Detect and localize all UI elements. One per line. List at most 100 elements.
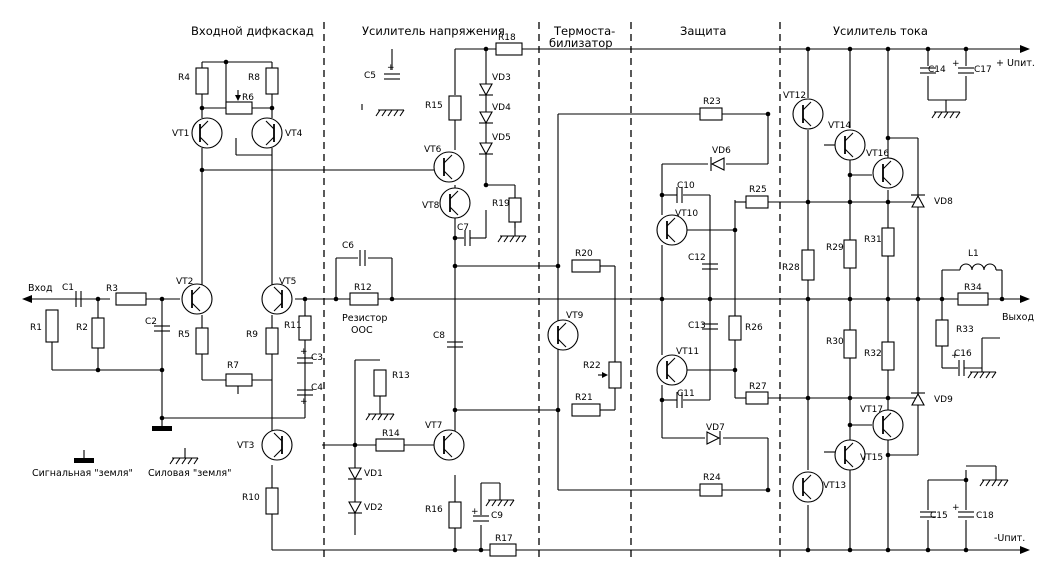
svg-text:+: + [471, 507, 479, 517]
label-vt15: VT15 [860, 453, 883, 463]
power-ground-legend-label: Силовая "земля" [148, 468, 231, 479]
label-vd6: VD6 [712, 146, 731, 156]
label-vd7: VD7 [706, 423, 725, 433]
label-r1: R1 [30, 323, 42, 333]
label-r9: R9 [246, 330, 258, 340]
transistor-vt7 [433, 429, 465, 461]
label-r7: R7 [227, 361, 239, 371]
label-vt6: VT6 [424, 145, 442, 155]
resistors [45, 42, 989, 557]
output-terminal-label: Выход [1002, 312, 1034, 323]
capacitor-c8 [447, 341, 463, 348]
label-vt13: VT13 [823, 481, 846, 491]
label-r20: R20 [575, 249, 593, 259]
label-c1: C1 [62, 283, 74, 293]
label-r32: R32 [864, 349, 882, 359]
resistor-r29 [843, 239, 857, 269]
label-r31: R31 [864, 235, 882, 245]
label-vd4: VD4 [492, 103, 511, 113]
resistor-r30 [843, 329, 857, 359]
capacitor-c7 [464, 230, 471, 246]
label-c13: C13 [688, 321, 706, 331]
resistor-r3 [115, 292, 147, 306]
diode-vd2 [348, 501, 362, 515]
resistor-r17 [489, 543, 517, 557]
label-r29: R29 [826, 243, 844, 253]
label-r26: R26 [745, 323, 763, 333]
power-ground-icon [967, 371, 997, 379]
label-c14: C14 [928, 65, 946, 75]
neg-supply-label: -Uпит. [994, 533, 1025, 544]
legend-power-ground-icon [169, 448, 199, 465]
label-vt17: VT17 [860, 405, 883, 415]
resistor-r26 [728, 315, 742, 341]
label-c5: C5 [364, 71, 376, 81]
label-r22: R22 [583, 361, 601, 371]
resistor-r1 [45, 309, 59, 343]
power-ground-icon [375, 109, 405, 117]
section-thermo-title-line1: Термоста- [553, 24, 615, 38]
label-r13: R13 [392, 371, 410, 381]
label-vt11: VT11 [676, 347, 699, 357]
section-dividers [323, 22, 781, 562]
resistor-r34 [957, 292, 989, 306]
signal-ground-icon [152, 418, 172, 431]
diode-vd3 [479, 83, 493, 97]
label-vt5: VT5 [279, 277, 296, 287]
feedback-resistor-label-line2: ООС [351, 325, 373, 336]
signal-ground-legend-label: Сигнальная "земля" [32, 468, 133, 479]
diode-vd8 [911, 194, 925, 208]
transistor-vt17 [872, 409, 904, 441]
svg-text:+: + [387, 63, 395, 73]
resistor-r21 [571, 403, 601, 417]
label-c11: C11 [677, 389, 695, 399]
label-l1: L1 [968, 249, 979, 259]
label-vd8: VD8 [934, 197, 953, 207]
capacitor-c17 [958, 67, 974, 74]
transistor-vt9 [547, 319, 579, 351]
legend-signal-ground-icon [74, 450, 94, 463]
resistor-r20 [571, 259, 601, 273]
transistor-vt4 [251, 117, 283, 149]
diode-vd7 [706, 431, 721, 445]
label-vd1: VD1 [364, 469, 383, 479]
svg-text:+: + [300, 397, 308, 407]
label-r16: R16 [425, 505, 443, 515]
capacitor-c18 [958, 511, 974, 518]
resistor-r25 [745, 195, 769, 209]
section-voltage-amp-title: Усилитель напряжения [362, 24, 505, 38]
label-r24: R24 [703, 473, 721, 483]
resistor-r2 [91, 317, 105, 349]
capacitor-c5 [384, 73, 400, 80]
label-vt12: VT12 [783, 91, 806, 101]
resistor-r32 [881, 341, 895, 371]
capacitor-c14 [920, 67, 936, 74]
transistor-vt16 [872, 157, 904, 189]
label-vt8: VT8 [422, 201, 440, 211]
transistor-vt5 [261, 283, 293, 315]
diode-vd6 [710, 157, 725, 171]
label-c16: C16 [954, 349, 972, 359]
resistor-r9 [265, 327, 279, 355]
capacitor-c6 [359, 250, 366, 266]
label-r21: R21 [575, 393, 593, 403]
label-vt4: VT4 [285, 129, 303, 139]
feedback-resistor-label-line1: Резистор [342, 313, 387, 324]
transistor-vt10 [656, 214, 688, 246]
power-ground-icon [979, 479, 1009, 487]
transistors [181, 98, 904, 503]
section-current-amp-title: Усилитель тока [833, 24, 928, 38]
terminal-arrows [22, 45, 1030, 554]
label-c9: C9 [491, 511, 503, 521]
label-c8: C8 [433, 331, 445, 341]
label-vd5: VD5 [492, 133, 511, 143]
label-c12: C12 [688, 253, 706, 263]
resistor-r4 [195, 67, 209, 95]
resistor-r28 [801, 249, 815, 281]
power-ground-icon [497, 222, 527, 243]
label-vt9: VT9 [566, 311, 584, 321]
resistor-r8 [265, 67, 279, 95]
resistor-r10 [265, 487, 279, 515]
label-r6: R6 [242, 93, 254, 103]
transistor-vt13 [792, 471, 824, 503]
